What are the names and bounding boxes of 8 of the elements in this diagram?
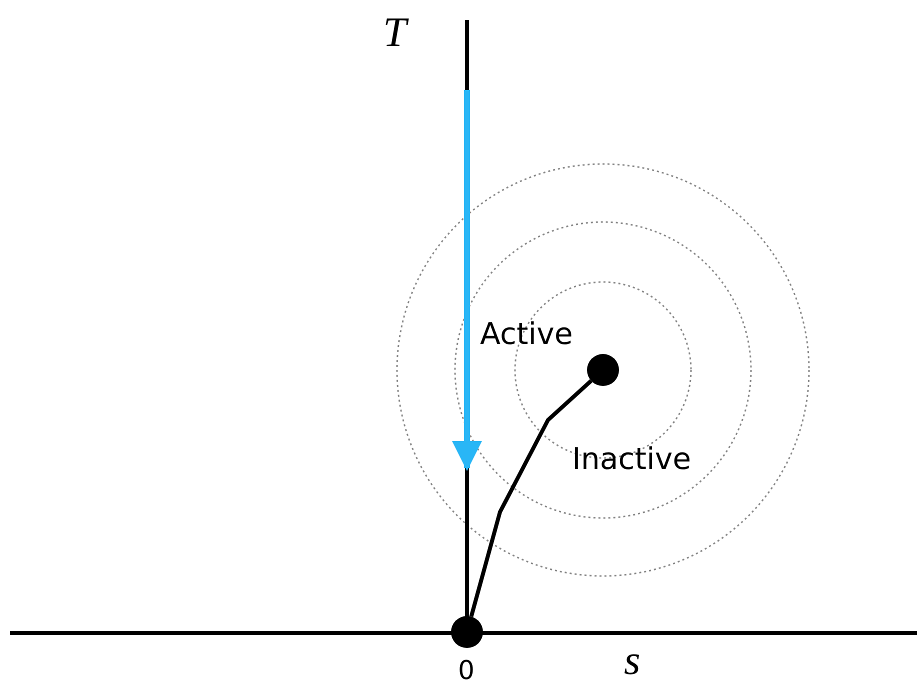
axis-label: T bbox=[383, 12, 406, 54]
origin-label: 0 bbox=[458, 658, 475, 684]
connector-line bbox=[469, 379, 592, 618]
region-label: Inactive bbox=[572, 445, 692, 475]
axis-label: s bbox=[624, 640, 640, 682]
dot-marker bbox=[587, 354, 619, 386]
region-label: Active bbox=[480, 320, 573, 350]
dot-marker bbox=[451, 616, 483, 648]
